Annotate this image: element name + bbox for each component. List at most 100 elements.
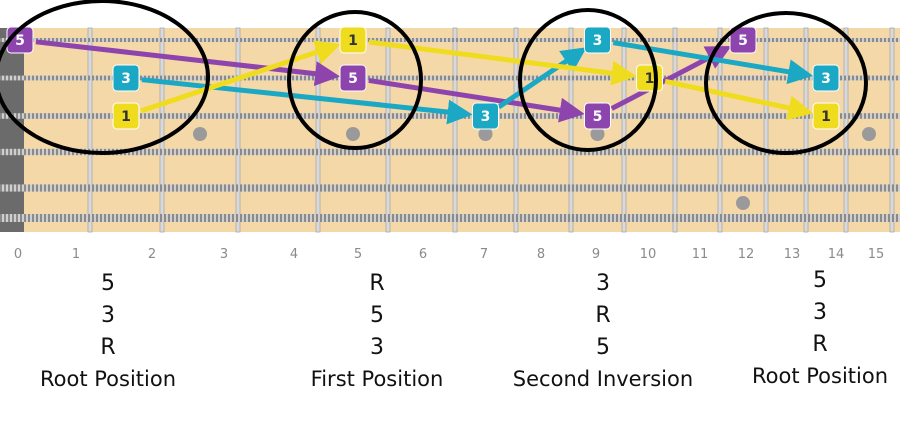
note-label: 3 bbox=[481, 109, 491, 125]
fret-number: 10 bbox=[640, 247, 657, 262]
note-root-fret-5-string-1: 1 bbox=[339, 26, 367, 54]
guitar-string bbox=[0, 38, 900, 42]
degree-bottom: R bbox=[100, 335, 116, 360]
note-marker-bg bbox=[812, 102, 840, 130]
fret-wire bbox=[621, 27, 627, 233]
note-label: 3 bbox=[821, 71, 831, 87]
note-five-fret-9-string-3: 5 bbox=[584, 102, 611, 130]
position-group-4: 5 3 R Root Position bbox=[720, 265, 900, 391]
position-circle-4 bbox=[704, 11, 868, 155]
degree-middle: R bbox=[595, 303, 611, 328]
note-marker-bg bbox=[729, 26, 757, 54]
fretboard-wood bbox=[0, 28, 900, 232]
note-marker-bg bbox=[472, 102, 499, 130]
degree-top: 3 bbox=[596, 271, 610, 296]
degree-top: R bbox=[369, 271, 385, 296]
position-group-3: 3 R 5 Second Inversion bbox=[503, 268, 703, 394]
fret-wire bbox=[235, 27, 241, 233]
fret-number: 2 bbox=[148, 247, 156, 262]
position-name: Root Position bbox=[39, 367, 177, 391]
fret-wire bbox=[385, 27, 391, 233]
position-group-1: 5 3 R Root Position bbox=[8, 268, 208, 394]
fret-number: 3 bbox=[220, 247, 228, 262]
note-label: 3 bbox=[593, 33, 603, 49]
inlay-dot bbox=[478, 127, 493, 141]
note-label: 3 bbox=[121, 71, 131, 87]
inlay-dots bbox=[193, 127, 876, 210]
position-circle-3 bbox=[518, 8, 658, 152]
fretboard bbox=[0, 28, 900, 232]
note-marker-bg bbox=[112, 102, 140, 130]
root-arrow bbox=[140, 40, 341, 114]
third-arrow bbox=[497, 47, 587, 110]
fret-wire bbox=[159, 27, 165, 233]
fret-number: 0 bbox=[14, 247, 22, 262]
root-arrow bbox=[664, 78, 814, 121]
note-label: 1 bbox=[821, 109, 831, 125]
fret-number: 11 bbox=[692, 247, 709, 262]
note-third-fret-9-string-1: 3 bbox=[584, 26, 611, 54]
fret-wire bbox=[672, 27, 678, 233]
position-circle-1 bbox=[0, 0, 210, 155]
fret-number: 4 bbox=[290, 247, 298, 262]
note-five-fret-5-string-2: 5 bbox=[339, 64, 367, 92]
five-arrow bbox=[35, 39, 341, 87]
note-marker-bg bbox=[112, 64, 140, 92]
note-label: 1 bbox=[645, 71, 655, 87]
nut bbox=[0, 28, 24, 232]
position-name: Root Position bbox=[751, 364, 889, 388]
guitar-string bbox=[0, 148, 900, 156]
position-name: First Position bbox=[310, 367, 444, 391]
degree-bottom: 3 bbox=[370, 335, 384, 360]
five-arrow bbox=[368, 77, 585, 123]
inlay-dot bbox=[862, 127, 876, 141]
note-label: 5 bbox=[738, 33, 748, 49]
note-marker-bg bbox=[812, 64, 840, 92]
fret-wire bbox=[315, 27, 321, 233]
note-marker-bg bbox=[584, 26, 611, 54]
note-five-fret-12-string-1: 5 bbox=[729, 26, 757, 54]
fret-wire bbox=[803, 27, 809, 233]
degree-top: 5 bbox=[101, 271, 115, 296]
fret-number: 8 bbox=[537, 247, 545, 262]
note-label: 1 bbox=[348, 33, 358, 49]
position-name: Second Inversion bbox=[512, 367, 694, 391]
guitar-string bbox=[0, 75, 900, 81]
fret-number: 6 bbox=[419, 247, 427, 262]
degree-bottom: 5 bbox=[596, 335, 610, 360]
position-circle-2 bbox=[287, 10, 423, 150]
note-root-fret-14-string-3: 1 bbox=[812, 102, 840, 130]
degree-top: 5 bbox=[813, 268, 827, 293]
note-third-fret-2-string-2: 3 bbox=[112, 64, 140, 92]
fret-wire bbox=[889, 27, 895, 233]
fret-wire bbox=[763, 27, 769, 233]
fret-number: 5 bbox=[354, 247, 362, 262]
note-root-fret-2-string-3: 1 bbox=[112, 102, 140, 130]
degree-middle: 3 bbox=[813, 300, 827, 325]
fret-wire bbox=[452, 27, 458, 233]
fret-number: 15 bbox=[868, 247, 885, 262]
fret-wire bbox=[87, 27, 93, 233]
note-label: 5 bbox=[348, 71, 358, 87]
fret-number: 14 bbox=[828, 247, 845, 262]
degree-bottom: R bbox=[812, 332, 828, 357]
note-third-fret-14-string-2: 3 bbox=[812, 64, 840, 92]
fret-number: 12 bbox=[738, 247, 755, 262]
note-label: 5 bbox=[593, 109, 603, 125]
note-label: 1 bbox=[121, 109, 131, 125]
position-group-2: R 5 3 First Position bbox=[277, 268, 477, 394]
inlay-dot bbox=[590, 127, 605, 141]
frets bbox=[87, 27, 895, 233]
note-root-fret-10-string-2: 1 bbox=[636, 64, 663, 92]
guitar-string bbox=[0, 184, 900, 192]
note-label: 5 bbox=[15, 33, 25, 49]
inlay-dot bbox=[346, 127, 360, 141]
inlay-dot bbox=[193, 127, 207, 141]
note-marker-bg bbox=[584, 102, 611, 130]
fret-number: 1 bbox=[72, 247, 80, 262]
guitar-string bbox=[0, 214, 900, 222]
position-circles bbox=[0, 0, 868, 155]
degree-middle: 5 bbox=[370, 303, 384, 328]
